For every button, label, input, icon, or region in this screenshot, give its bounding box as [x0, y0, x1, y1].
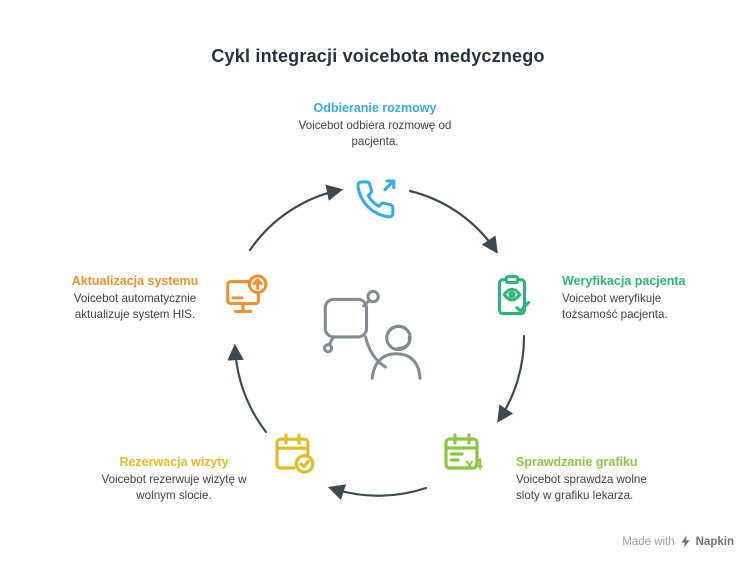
arrow-left-to-top	[248, 184, 344, 252]
step-top-text: Odbieranie rozmowy Voicebot odbiera rozm…	[285, 101, 465, 150]
step-right-label: Weryfikacja pacjenta	[562, 274, 686, 288]
page-title: Cykl integracji voicebota medycznego	[211, 46, 545, 66]
calendar-x4-icon: x4	[439, 429, 487, 477]
arrow-right-to-bottomright	[497, 334, 526, 423]
step-bottom-left-text: Rezerwacja wizyty Voicebot rezerwuje wiz…	[94, 455, 254, 504]
step-bottom-left-description: Voicebot rezerwuje wizytę w wolnym sloci…	[101, 473, 247, 502]
arrow-top-to-right	[408, 189, 498, 254]
phone-outgoing-icon	[352, 176, 398, 222]
clipboard-eye-check-icon	[489, 272, 535, 318]
step-left-label: Aktualizacja systemu	[71, 274, 199, 288]
call-agent-illustration	[314, 284, 436, 388]
watermark[interactable]: Made with Napkin	[622, 535, 734, 548]
watermark-brand: Napkin	[695, 535, 734, 548]
step-left-text: Aktualizacja systemu Voicebot automatycz…	[60, 274, 210, 323]
napkin-logo-icon	[680, 535, 691, 548]
arrow-bottomright-to-bottomleft	[327, 484, 428, 501]
step-top-description: Voicebot odbiera rozmowę od pacjenta.	[298, 119, 452, 148]
step-right-description: Voicebot weryfikuje tożsamość pacjenta.	[562, 292, 668, 321]
step-bottom-right-text: Sprawdzanie grafiku Voicebot sprawdza wo…	[516, 455, 666, 504]
calendar-check-icon	[270, 429, 318, 477]
step-right-text: Weryfikacja pacjenta Voicebot weryfikuje…	[562, 274, 692, 323]
calendar-x4-badge: x4	[465, 456, 483, 473]
watermark-text: Made with	[622, 535, 675, 548]
step-bottom-right-label: Sprawdzanie grafiku	[516, 455, 638, 469]
monitor-upload-icon	[222, 272, 268, 318]
arrow-bottomleft-to-left	[227, 343, 268, 434]
step-bottom-left-label: Rezerwacja wizyty	[119, 455, 229, 469]
step-top-label: Odbieranie rozmowy	[313, 101, 437, 115]
step-left-description: Voicebot automatycznie aktualizuje syste…	[73, 292, 197, 321]
step-bottom-right-description: Voicebot sprawdza wolne sloty w grafiku …	[516, 473, 647, 502]
